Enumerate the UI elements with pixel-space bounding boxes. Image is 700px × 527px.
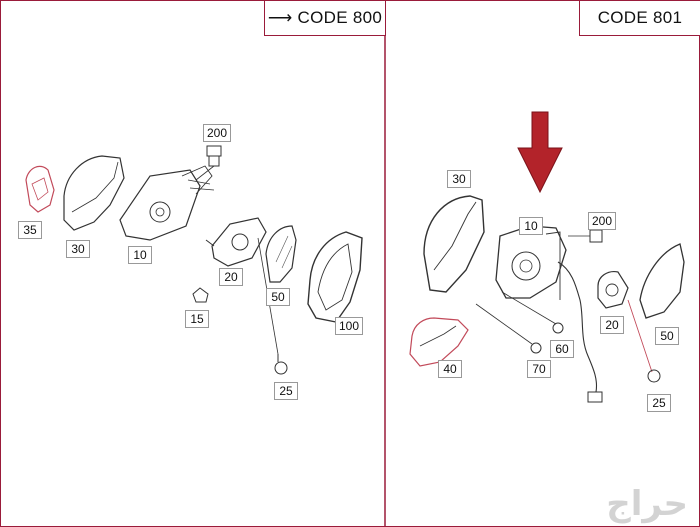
part-25-leader-right (627, 299, 653, 373)
part-50-glass-right (639, 243, 685, 319)
part-label: 200 (588, 212, 617, 230)
part-200-leader (195, 165, 215, 181)
part-10-wires-2 (187, 179, 215, 191)
code-text-right: CODE 801 (597, 8, 683, 27)
part-10-motor-hub-right (519, 259, 533, 273)
part-30-inner-right (433, 201, 477, 271)
part-20-hub (231, 233, 249, 251)
part-25-screw-right (647, 369, 661, 383)
part-200-screw-right (589, 229, 603, 243)
part-100-frame (307, 231, 363, 323)
part-50-sheen (275, 235, 293, 269)
part-10-mount (545, 231, 561, 300)
part-label: 25 (274, 382, 298, 400)
part-label: 50 (655, 327, 679, 345)
part-10-assembly-right (495, 225, 567, 299)
part-50-glass (265, 225, 297, 283)
leader-60 (501, 291, 557, 325)
part-10-motor (149, 201, 171, 223)
part-label: 25 (647, 394, 671, 412)
part-label: 10 (519, 217, 543, 235)
part-label: 70 (527, 360, 551, 378)
part-30-housing-right (423, 195, 485, 293)
part-20-hub-right (605, 283, 619, 297)
arrow-right-icon: ⟶ (267, 8, 298, 27)
wire-harness (557, 261, 598, 393)
watermark-logo: حراج (606, 484, 688, 524)
screw-60 (552, 322, 564, 334)
part-15-bulb (192, 287, 209, 303)
highlight-arrow (517, 111, 563, 194)
part-35-detail (31, 177, 49, 201)
part-label: 10 (128, 246, 152, 264)
code-label-right: CODE 801 (579, 1, 700, 36)
part-label: 35 (18, 221, 42, 239)
part-label: 100 (335, 317, 364, 335)
part-35-cap (25, 165, 55, 213)
part-20-clip (205, 239, 215, 247)
part-label: 20 (600, 316, 624, 334)
part-10-bracket (119, 169, 201, 241)
part-10-motor-hub (155, 207, 165, 217)
wire-connector (587, 391, 603, 403)
screw-70 (530, 342, 542, 354)
leader-70 (475, 303, 533, 345)
part-10-motor-right (511, 251, 541, 281)
part-40-detail (419, 325, 457, 347)
code-text-left: CODE 800 (297, 8, 383, 27)
part-20-holder-right (597, 271, 629, 309)
part-200-screw-head (206, 145, 222, 157)
part-label: 60 (550, 340, 574, 358)
part-label: 30 (66, 240, 90, 258)
part-30-housing (63, 155, 125, 231)
part-10-wires (181, 165, 213, 195)
part-40-cover (409, 317, 469, 367)
part-label: 200 (203, 124, 232, 142)
code-label-left: ⟶ CODE 800 (264, 1, 386, 36)
part-label: 15 (185, 310, 209, 328)
part-20-holder (211, 217, 267, 267)
part-30-inner (71, 161, 119, 213)
part-label: 20 (219, 268, 243, 286)
part-label: 30 (447, 170, 471, 188)
part-label: 40 (438, 360, 462, 378)
part-label: 50 (266, 288, 290, 306)
part-25-screw-left (274, 361, 288, 375)
part-200-screw-body (208, 156, 220, 167)
part-100-inner (317, 243, 353, 311)
